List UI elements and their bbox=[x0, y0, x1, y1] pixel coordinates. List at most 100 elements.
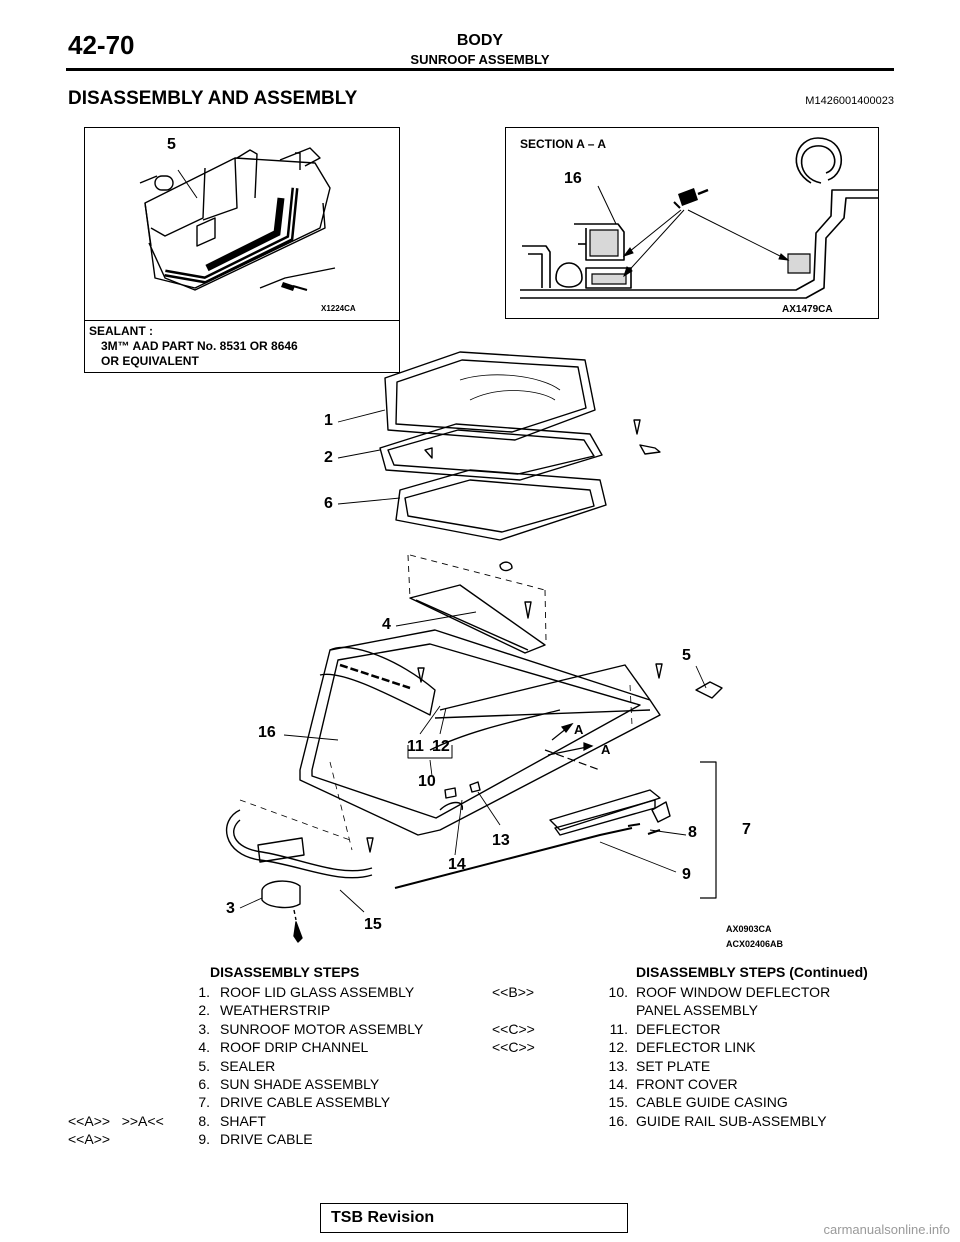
step-text: SET PLATE bbox=[636, 1057, 711, 1074]
sealant-figure-code: X1224CA bbox=[321, 304, 356, 313]
step-tag bbox=[492, 1057, 598, 1075]
list-item: <<A>> >>A<< 8. SHAFT bbox=[68, 1112, 468, 1130]
callout-4: 4 bbox=[382, 616, 391, 633]
step-tag bbox=[68, 1038, 180, 1056]
figure-code-2: ACX02406AB bbox=[726, 939, 784, 949]
callout-13: 13 bbox=[492, 832, 510, 849]
callout-5: 5 bbox=[682, 647, 691, 664]
list-item: <<A>> 9. DRIVE CABLE bbox=[68, 1130, 468, 1148]
step-text: SHAFT bbox=[220, 1112, 266, 1129]
list-item: 16.GUIDE RAIL SUB-ASSEMBLY bbox=[492, 1112, 912, 1130]
step-tag: <<A>> bbox=[68, 1131, 111, 1148]
page-number: 42-70 bbox=[68, 30, 135, 60]
step-number: 11. bbox=[609, 1020, 628, 1037]
step-number: 10. bbox=[608, 984, 628, 1000]
step-tag: <<C>> bbox=[492, 1020, 535, 1037]
list-item: <<B>> 10. ROOF WINDOW DEFLECTOR bbox=[492, 983, 912, 1001]
step-text: ROOF LID GLASS ASSEMBLY bbox=[220, 984, 415, 1000]
callout-11: 11 bbox=[407, 738, 424, 755]
list-item: 7. DRIVE CABLE ASSEMBLY bbox=[68, 1093, 468, 1111]
step-text: ROOF WINDOW DEFLECTOR bbox=[636, 984, 831, 1000]
section-title: BODY bbox=[456, 32, 504, 49]
steps-left-list: 1. ROOF LID GLASS ASSEMBLY 2. WEATHERSTRIP… bbox=[68, 983, 468, 1149]
sealant-heading: SEALANT : bbox=[89, 324, 153, 338]
step-text: FRONT COVER bbox=[636, 1076, 738, 1093]
exploded-view-illustration bbox=[225, 351, 723, 943]
roof-lid-glass bbox=[384, 351, 596, 441]
step-number: 6. bbox=[198, 1076, 210, 1093]
step-indent bbox=[492, 1001, 636, 1019]
header-rule bbox=[66, 68, 894, 71]
figure-code-1: AX0903CA bbox=[726, 924, 772, 934]
step-tag: <<C>> bbox=[492, 1039, 535, 1056]
step-number: 2. bbox=[198, 1002, 210, 1019]
step-number: 14. bbox=[608, 1076, 628, 1093]
list-item: 5. SEALER bbox=[68, 1057, 468, 1075]
callout-1: 1 bbox=[324, 412, 333, 429]
step-tag: <<A>> >>A<< bbox=[68, 1112, 164, 1129]
document-code: M1426001400023 bbox=[805, 95, 894, 107]
callout-10: 10 bbox=[418, 773, 436, 790]
callout-2: 2 bbox=[324, 449, 333, 466]
list-item: 1. ROOF LID GLASS ASSEMBLY bbox=[68, 983, 468, 1001]
roof-drip-channel bbox=[409, 584, 546, 654]
list-item: 13. SET PLATE bbox=[492, 1057, 912, 1075]
drive-cable-guide bbox=[225, 809, 373, 879]
step-number: 13. bbox=[608, 1057, 628, 1074]
step-number: 15. bbox=[608, 1094, 628, 1111]
list-item: 6. SUN SHADE ASSEMBLY bbox=[68, 1075, 468, 1093]
sealant-label: SEALANT : 3M™ AAD PART No. 8531 OR 8646 … bbox=[89, 324, 298, 369]
step-number: 7. bbox=[198, 1094, 210, 1111]
sealant-equivalent: OR EQUIVALENT bbox=[101, 354, 199, 368]
list-item: 15. CABLE GUIDE CASING bbox=[492, 1093, 912, 1111]
section-callout: 16 bbox=[564, 170, 582, 187]
step-tag bbox=[492, 1075, 598, 1093]
callout-7: 7 bbox=[742, 821, 751, 838]
step-number: 3. bbox=[198, 1020, 210, 1037]
step-number: 16. bbox=[608, 1112, 628, 1129]
step-text: DRIVE CABLE ASSEMBLY bbox=[220, 1094, 391, 1111]
step-number: 1. bbox=[198, 984, 210, 1000]
watermark: carmanualsonline.info bbox=[823, 1222, 950, 1237]
step-number: 5. bbox=[198, 1057, 210, 1074]
callout-12: 12 bbox=[432, 738, 450, 755]
steps-right-list: <<B>> 10. ROOF WINDOW DEFLECTOR PANEL ASSE… bbox=[492, 983, 912, 1130]
section-marker-a-upper: A bbox=[574, 722, 584, 737]
sealant-figure-box: 5 X1224CA SEALANT : 3M™ AAD PART No. 853… bbox=[84, 127, 400, 373]
step-text: ROOF DRIP CHANNEL bbox=[220, 1039, 369, 1056]
step-text: CABLE GUIDE CASING bbox=[636, 1094, 788, 1111]
sun-shade bbox=[395, 469, 607, 541]
sealant-divider bbox=[85, 320, 399, 321]
step-tag: <<B>> bbox=[492, 984, 535, 1000]
callout-16: 16 bbox=[258, 724, 276, 741]
tsb-revision-box: TSB Revision bbox=[320, 1203, 628, 1233]
callout-3: 3 bbox=[226, 900, 235, 917]
step-text: DRIVE CABLE bbox=[220, 1131, 313, 1148]
weatherstrip bbox=[379, 423, 603, 481]
step-number: 9. bbox=[198, 1131, 210, 1148]
step-tag bbox=[68, 1020, 180, 1038]
step-number: 12. bbox=[608, 1039, 628, 1056]
callout-8: 8 bbox=[688, 824, 697, 841]
step-number: 4. bbox=[198, 1039, 210, 1056]
step-text-continued: PANEL ASSEMBLY bbox=[636, 1002, 758, 1019]
step-text: SEALER bbox=[220, 1057, 276, 1074]
section-illustration bbox=[520, 137, 878, 299]
section-figure-box: SECTION A – A 16 AX1479CA bbox=[505, 127, 879, 319]
step-text: SUNROOF MOTOR ASSEMBLY bbox=[220, 1020, 424, 1037]
motor bbox=[261, 880, 301, 909]
step-text: WEATHERSTRIP bbox=[220, 1002, 331, 1019]
sealant-spec: 3M™ AAD PART No. 8531 OR 8646 bbox=[101, 339, 298, 353]
callout-9: 9 bbox=[682, 866, 691, 883]
step-tag bbox=[68, 1001, 180, 1019]
list-item: 3. SUNROOF MOTOR ASSEMBLY bbox=[68, 1020, 468, 1038]
callout-15: 15 bbox=[364, 916, 382, 933]
step-tag bbox=[68, 1093, 180, 1111]
step-text: DEFLECTOR LINK bbox=[636, 1039, 756, 1056]
subsection-title: SUNROOF ASSEMBLY bbox=[410, 52, 550, 67]
step-number: 8. bbox=[198, 1112, 210, 1129]
list-item: 4. ROOF DRIP CHANNEL bbox=[68, 1038, 468, 1056]
step-text: SUN SHADE ASSEMBLY bbox=[220, 1076, 380, 1093]
step-text: DEFLECTOR bbox=[636, 1020, 721, 1037]
step-tag bbox=[492, 1112, 598, 1130]
